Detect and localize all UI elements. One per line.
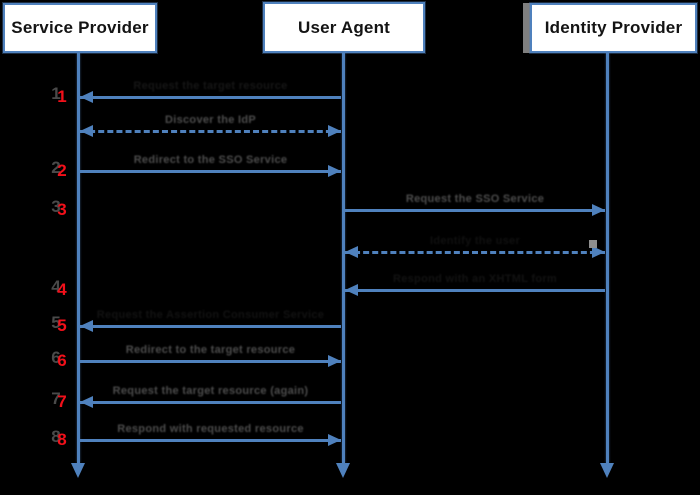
message-line-6 [80, 360, 341, 363]
message-line-8 [80, 439, 341, 442]
arrowhead-right-2 [328, 165, 341, 177]
actor-box-ua: User Agent [263, 2, 425, 53]
message-label-8: Respond with requested resource [117, 423, 304, 435]
message-label-1: Request the target resource [133, 80, 288, 92]
actor-label: Identity Provider [544, 18, 683, 37]
arrowhead-right-3 [592, 204, 605, 216]
lifeline-sp [77, 53, 80, 463]
actor-label: Service Provider [11, 18, 149, 37]
arrowhead-right-4 [592, 246, 605, 258]
message-line-3 [345, 209, 605, 212]
arrowhead-left-1 [80, 125, 93, 137]
arrowhead-right-1 [328, 125, 341, 137]
message-line-dashed-1 [80, 130, 341, 133]
message-line-7 [80, 401, 341, 404]
message-label-7: Request the target resource (again) [112, 385, 309, 397]
message-label-6: Redirect to the target resource [125, 344, 296, 356]
lifeline-idp [606, 53, 609, 463]
message-label-4: Respond with an XHTML form [392, 273, 558, 285]
step-number-2: 2 [57, 161, 67, 180]
actor-box-idp: Identity Provider [530, 3, 697, 53]
message-label-dashed-1: Discover the IdP [165, 114, 256, 126]
arrowhead-left-0 [80, 91, 93, 103]
step-number-5: 5 [57, 316, 67, 335]
message-line-1 [80, 96, 341, 99]
message-line-2 [80, 170, 341, 173]
arrowhead-left-6 [80, 320, 93, 332]
message-label-dashed-4: Identify the user [429, 235, 521, 247]
actor-left-strip-idp [523, 3, 531, 53]
step-number-7: 7 [57, 392, 67, 411]
step-number-6: 6 [57, 351, 67, 370]
lifeline-arrow-down-idp [600, 463, 614, 478]
message-line-4 [345, 289, 605, 292]
message-line-dashed-4 [345, 251, 605, 254]
step-number-8: 8 [57, 430, 67, 449]
lifeline-ua [342, 53, 345, 463]
arrowhead-left-4 [345, 246, 358, 258]
step-number-4: 4 [57, 280, 67, 299]
note-marker [589, 240, 597, 248]
lifeline-arrow-down-sp [71, 463, 85, 478]
arrowhead-left-8 [80, 396, 93, 408]
arrowhead-right-9 [328, 434, 341, 446]
arrowhead-right-7 [328, 355, 341, 367]
arrowhead-left-5 [345, 284, 358, 296]
step-number-3: 3 [57, 200, 67, 219]
message-label-5: Request the Assertion Consumer Service [96, 309, 325, 321]
lifeline-arrow-down-ua [336, 463, 350, 478]
actor-box-sp: Service Provider [3, 3, 157, 53]
message-label-3: Request the SSO Service [405, 193, 545, 205]
actor-label: User Agent [297, 17, 391, 37]
message-line-5 [80, 325, 341, 328]
message-label-2: Redirect to the SSO Service [133, 154, 288, 166]
step-number-1: 1 [57, 87, 67, 106]
